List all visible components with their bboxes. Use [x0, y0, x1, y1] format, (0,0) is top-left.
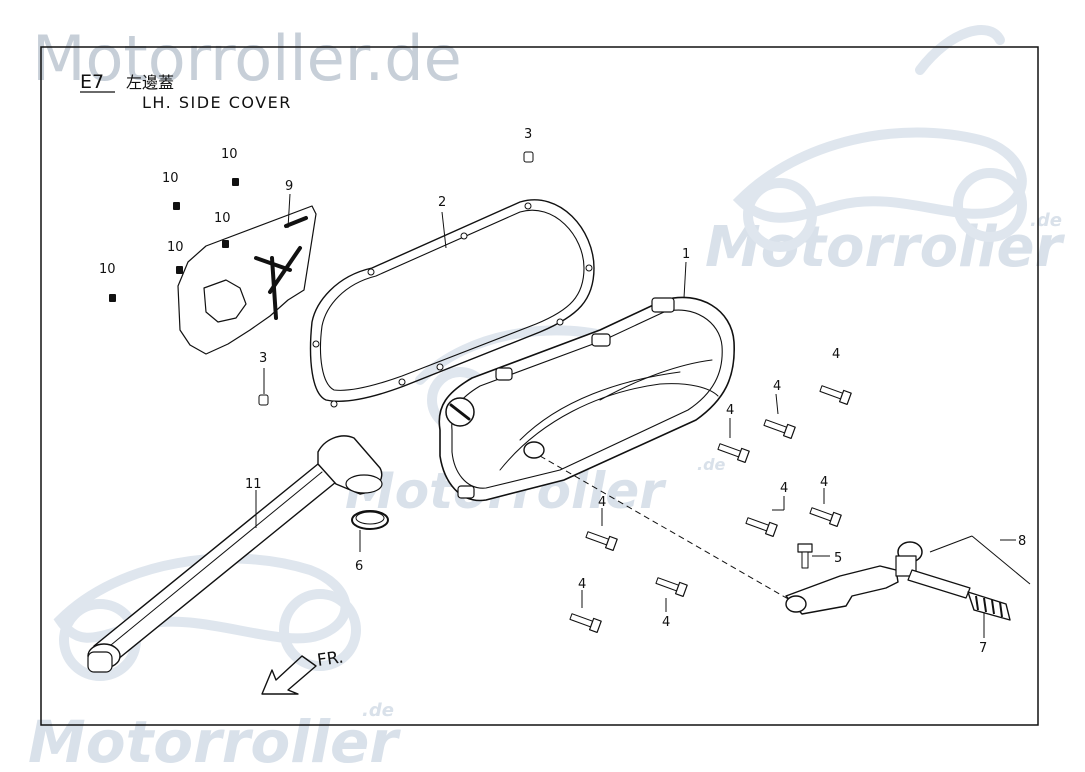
label-part-4-c: 4 — [726, 403, 734, 418]
label-part-4-g: 4 — [578, 577, 586, 592]
label-part-11: 11 — [245, 477, 262, 492]
label-part-4-h: 4 — [662, 615, 670, 630]
label-part-10-d: 10 — [167, 240, 184, 255]
part-6-hose-clamp — [351, 510, 389, 552]
watermark-center-suffix: .de — [697, 455, 726, 474]
direction-label: FR. — [316, 647, 345, 670]
diagram-header: E7 左邊蓋 LH. SIDE COVER — [80, 71, 292, 112]
label-part-4-f: 4 — [598, 495, 606, 510]
label-part-4-e: 4 — [780, 481, 788, 496]
diagram-frame — [40, 46, 1039, 726]
part-4-bolts — [569, 385, 852, 634]
label-part-5: 5 — [834, 551, 842, 566]
label-part-8: 8 — [1018, 534, 1026, 549]
part-10-screws — [109, 178, 239, 302]
part-11-air-duct — [87, 435, 383, 673]
label-part-6: 6 — [355, 559, 363, 574]
label-part-2: 2 — [438, 195, 446, 210]
label-part-10-b: 10 — [162, 171, 179, 186]
label-part-3-top: 3 — [524, 127, 532, 142]
part-2-gasket — [309, 199, 595, 408]
label-part-10-a: 10 — [221, 147, 238, 162]
watermark-right-suffix: .de — [1030, 210, 1062, 231]
label-part-4-b: 4 — [773, 379, 781, 394]
label-part-7: 7 — [979, 641, 987, 656]
watermark-top-left: Motorroller.de — [32, 22, 462, 95]
watermark-layer: Motorroller.de Motorroller .de Motorroll… — [28, 22, 1066, 772]
part-9-cover-plate — [177, 193, 317, 355]
label-part-10-c: 10 — [214, 211, 231, 226]
section-title-en: LH. SIDE COVER — [142, 93, 292, 112]
label-part-3-lower: 3 — [259, 351, 267, 366]
section-code: E7 — [80, 71, 104, 93]
part-labels: 1 2 3 3 4 4 4 4 4 4 4 4 5 6 7 8 9 10 10 … — [99, 127, 1026, 656]
label-part-9: 9 — [285, 179, 293, 194]
part-7-pedal-rubber — [967, 591, 1011, 638]
part-1-side-cover — [438, 261, 735, 502]
part-5-bolt — [797, 543, 830, 569]
part-8-kick-arm — [539, 455, 1031, 615]
front-direction-arrow: FR. — [261, 647, 345, 695]
label-part-1: 1 — [682, 247, 690, 262]
label-part-10-e: 10 — [99, 262, 116, 277]
label-part-4-d: 4 — [820, 475, 828, 490]
watermark-bottom-suffix: .de — [362, 700, 394, 721]
label-part-4-a: 4 — [832, 347, 840, 362]
part-3-dowel-pins — [258, 151, 534, 406]
section-title-cn: 左邊蓋 — [126, 73, 174, 92]
watermark-bottom: Motorroller — [28, 708, 401, 768]
